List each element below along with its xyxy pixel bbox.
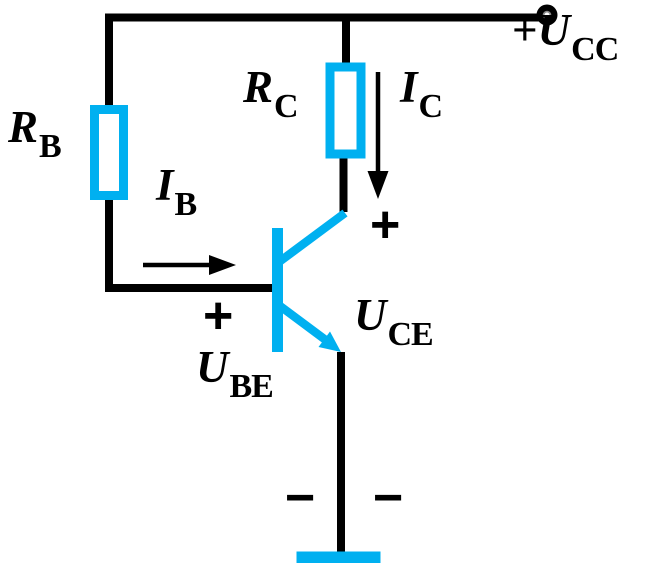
transistor-emitter-arrowhead xyxy=(318,331,341,352)
collector-resistor-body xyxy=(325,62,366,159)
label-supply-voltage-symbol: U xyxy=(537,5,571,55)
label-base-resistor-symbol: R xyxy=(8,102,39,152)
label-base-emitter-voltage-symbol: U xyxy=(196,342,229,392)
supply-terminal-hole xyxy=(542,10,552,20)
label-collector-emitter-voltage-subscript: CE xyxy=(387,316,434,354)
label-collector-emitter-voltage-symbol: U xyxy=(354,290,387,340)
base-resistor-body xyxy=(90,105,128,200)
transistor-emitter-lead xyxy=(277,302,330,345)
label-supply-voltage: +UCC xyxy=(512,5,619,67)
label-base-resistor: RB xyxy=(8,102,62,164)
base-current-arrowhead xyxy=(209,255,236,275)
base-polarity-plus-sign: + xyxy=(203,287,234,345)
ground-bar xyxy=(296,551,381,563)
ground-polarity-minus-sign-right: − xyxy=(373,469,404,527)
label-collector-current-symbol: I xyxy=(400,62,418,112)
label-base-current-subscript: B xyxy=(174,186,198,224)
label-supply-voltage-subscript: CC xyxy=(571,31,619,69)
base-loop-wire xyxy=(105,13,277,292)
label-base-resistor-subscript: B xyxy=(39,128,62,166)
label-collector-current-subscript: C xyxy=(418,88,444,126)
label-base-emitter-voltage-subscript: BE xyxy=(229,368,274,406)
transistor-collector-lead xyxy=(276,209,348,266)
collector-current-arrowhead xyxy=(367,171,389,199)
label-base-current-symbol: I xyxy=(156,160,174,210)
label-supply-voltage-plus: + xyxy=(512,5,538,55)
label-base-current: IB xyxy=(156,160,197,222)
ground-polarity-minus-sign-left: − xyxy=(285,469,316,527)
label-collector-resistor-subscript: C xyxy=(274,88,299,126)
collector-polarity-plus-sign: + xyxy=(370,196,401,254)
label-collector-resistor: RC xyxy=(243,62,299,124)
label-collector-emitter-voltage: UCE xyxy=(354,290,434,352)
label-collector-resistor-symbol: R xyxy=(243,62,274,112)
label-base-emitter-voltage: UBE xyxy=(196,342,274,404)
label-collector-current: IC xyxy=(400,62,443,124)
